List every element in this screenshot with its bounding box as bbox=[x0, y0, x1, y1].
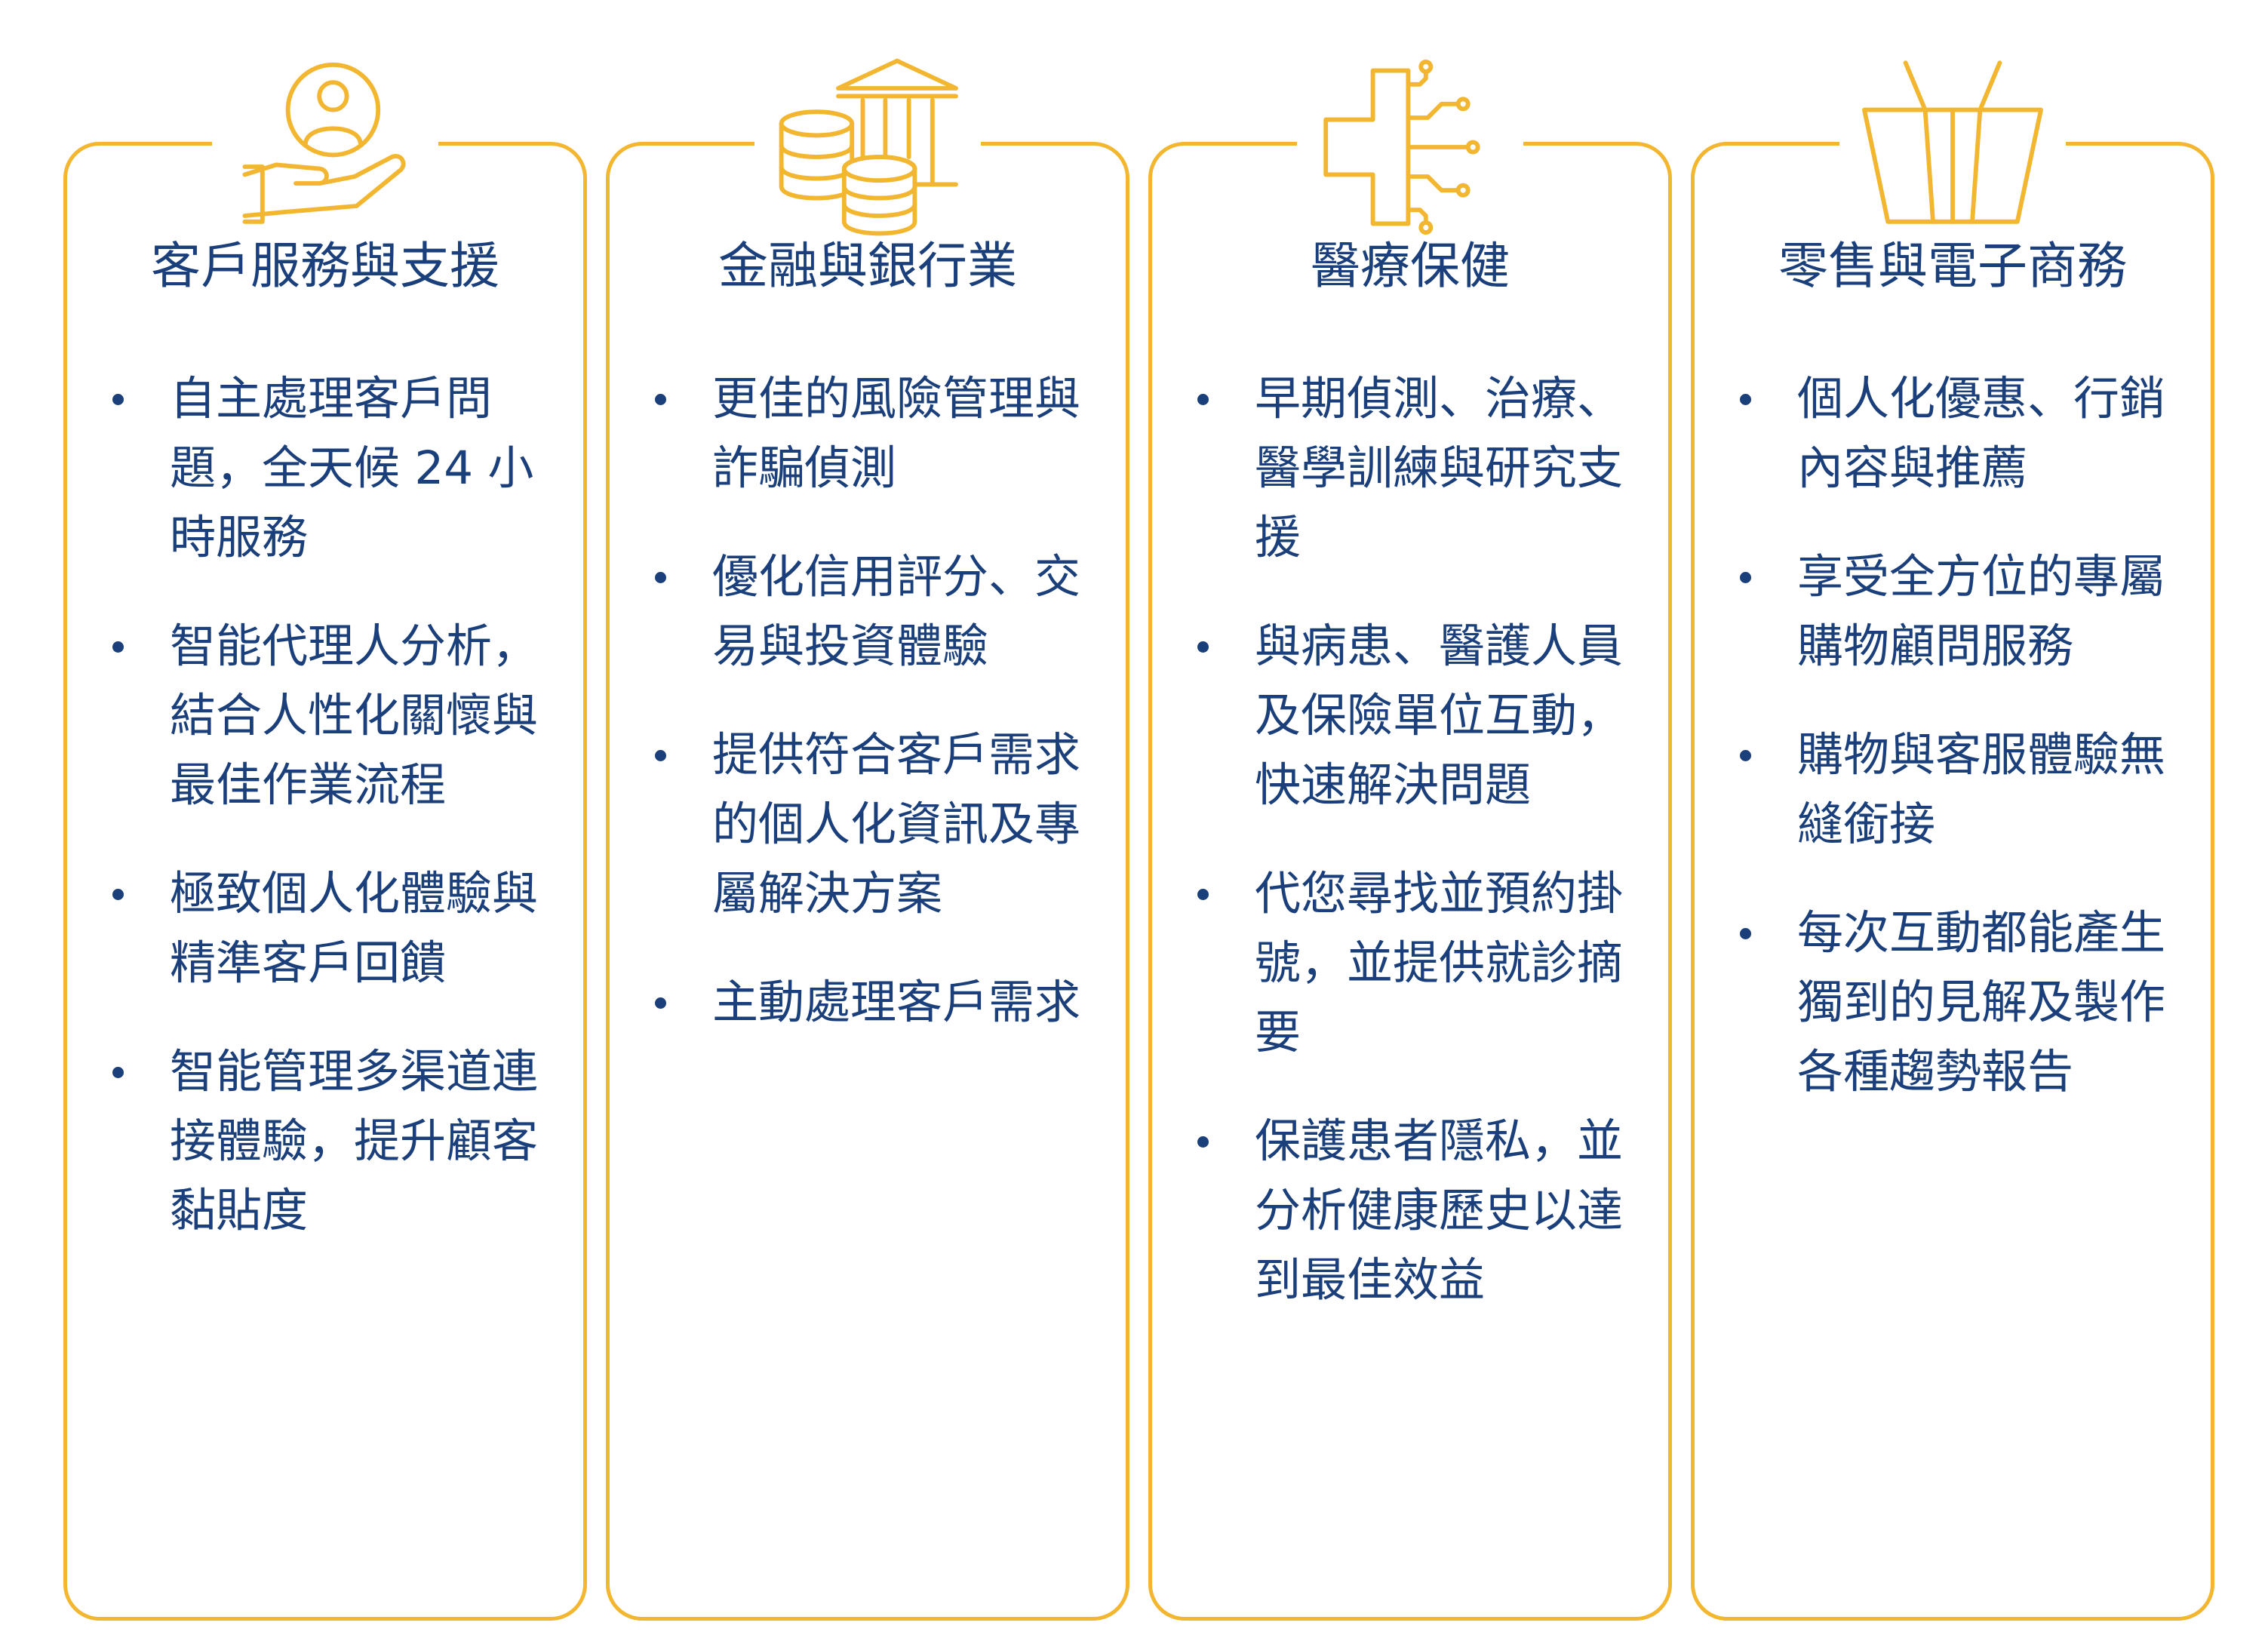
bullet-dot bbox=[1197, 1136, 1209, 1148]
list-item: 更佳的風險管理與詐騙偵測 bbox=[610, 364, 1126, 503]
bullet-dot bbox=[655, 572, 666, 583]
list-item: 自主處理客戶問題，全天候 24 小時服務 bbox=[67, 364, 583, 573]
bullet-dot bbox=[1740, 928, 1751, 939]
card-title: 客戶服務與支援 bbox=[151, 237, 499, 295]
icon-background bbox=[212, 49, 438, 245]
bullet-dot bbox=[1740, 750, 1751, 761]
bullet-dot bbox=[655, 997, 666, 1009]
list-item: 保護患者隱私，並分析健康歷史以達到最佳效益 bbox=[1152, 1107, 1668, 1315]
bullet-list: 更佳的風險管理與詐騙偵測 優化信用評分、交易與投資體驗 提供符合客戶需求的個人化… bbox=[610, 364, 1126, 1077]
shopping-basket-icon bbox=[1862, 60, 2043, 224]
list-item: 智能管理多渠道連接體驗，提升顧客黏貼度 bbox=[67, 1037, 583, 1246]
card-customer-service: 客戶服務與支援 自主處理客戶問題，全天候 24 小時服務 智能代理人分析，結合人… bbox=[63, 49, 587, 1621]
list-item: 早期偵測、治療、醫學訓練與研究支援 bbox=[1152, 364, 1668, 573]
list-item: 智能代理人分析，結合人性化關懷與最佳作業流程 bbox=[67, 612, 583, 820]
bullet-dot bbox=[1197, 889, 1209, 900]
icon-background bbox=[1297, 49, 1523, 245]
bullet-dot bbox=[112, 1067, 124, 1078]
card-finance-banking: 金融與銀行業 更佳的風險管理與詐騙偵測 優化信用評分、交易與投資體驗 提供符合客… bbox=[606, 49, 1129, 1621]
card-retail-ecommerce: 零售與電子商務 個人化優惠、行銷內容與推薦 享受全方位的專屬購物顧問服務 購物與… bbox=[1691, 49, 2214, 1621]
icon-background bbox=[754, 49, 981, 245]
medical-circuit-icon bbox=[1323, 59, 1480, 235]
list-item: 每次互動都能產生獨到的見解及製作各種趨勢報告 bbox=[1695, 899, 2211, 1107]
card-title: 金融與銀行業 bbox=[718, 237, 1017, 295]
bullet-dot bbox=[112, 889, 124, 900]
bullet-list: 早期偵測、治療、醫學訓練與研究支援 與病患、醫護人員及保險單位互動，快速解決問題… bbox=[1152, 364, 1668, 1354]
hand-person-icon bbox=[242, 62, 406, 224]
bullet-list: 個人化優惠、行銷內容與推薦 享受全方位的專屬購物顧問服務 購物與客服體驗無縫銜接… bbox=[1695, 364, 2211, 1146]
bullet-list: 自主處理客戶問題，全天候 24 小時服務 智能代理人分析，結合人性化關懷與最佳作… bbox=[67, 364, 583, 1285]
bullet-dot bbox=[1740, 394, 1751, 405]
list-item: 享受全方位的專屬購物顧問服務 bbox=[1695, 542, 2211, 681]
bullet-dot bbox=[655, 750, 666, 761]
list-item: 極致個人化體驗與精準客戶回饋 bbox=[67, 859, 583, 998]
bullet-dot bbox=[1197, 641, 1209, 653]
list-item: 主動處理客戶需求 bbox=[610, 968, 1126, 1037]
bullet-dot bbox=[112, 641, 124, 653]
list-item: 代您尋找並預約掛號，並提供就診摘要 bbox=[1152, 859, 1668, 1068]
list-item: 個人化優惠、行銷內容與推薦 bbox=[1695, 364, 2211, 503]
bank-coins-icon bbox=[779, 58, 958, 236]
list-item: 優化信用評分、交易與投資體驗 bbox=[610, 542, 1126, 681]
bullet-dot bbox=[1740, 572, 1751, 583]
card-title: 醫療保健 bbox=[1311, 237, 1510, 295]
bullet-dot bbox=[655, 394, 666, 405]
bullet-dot bbox=[112, 394, 124, 405]
list-item: 購物與客服體驗無縫銜接 bbox=[1695, 721, 2211, 859]
list-item: 提供符合客戶需求的個人化資訊及專屬解決方案 bbox=[610, 721, 1126, 929]
list-item: 與病患、醫護人員及保險單位互動，快速解決問題 bbox=[1152, 612, 1668, 820]
icon-background bbox=[1839, 49, 2066, 245]
bullet-dot bbox=[1197, 394, 1209, 405]
card-title: 零售與電子商務 bbox=[1778, 237, 2127, 295]
card-healthcare: 醫療保健 早期偵測、治療、醫學訓練與研究支援 與病患、醫護人員及保險單位互動，快… bbox=[1148, 49, 1672, 1621]
